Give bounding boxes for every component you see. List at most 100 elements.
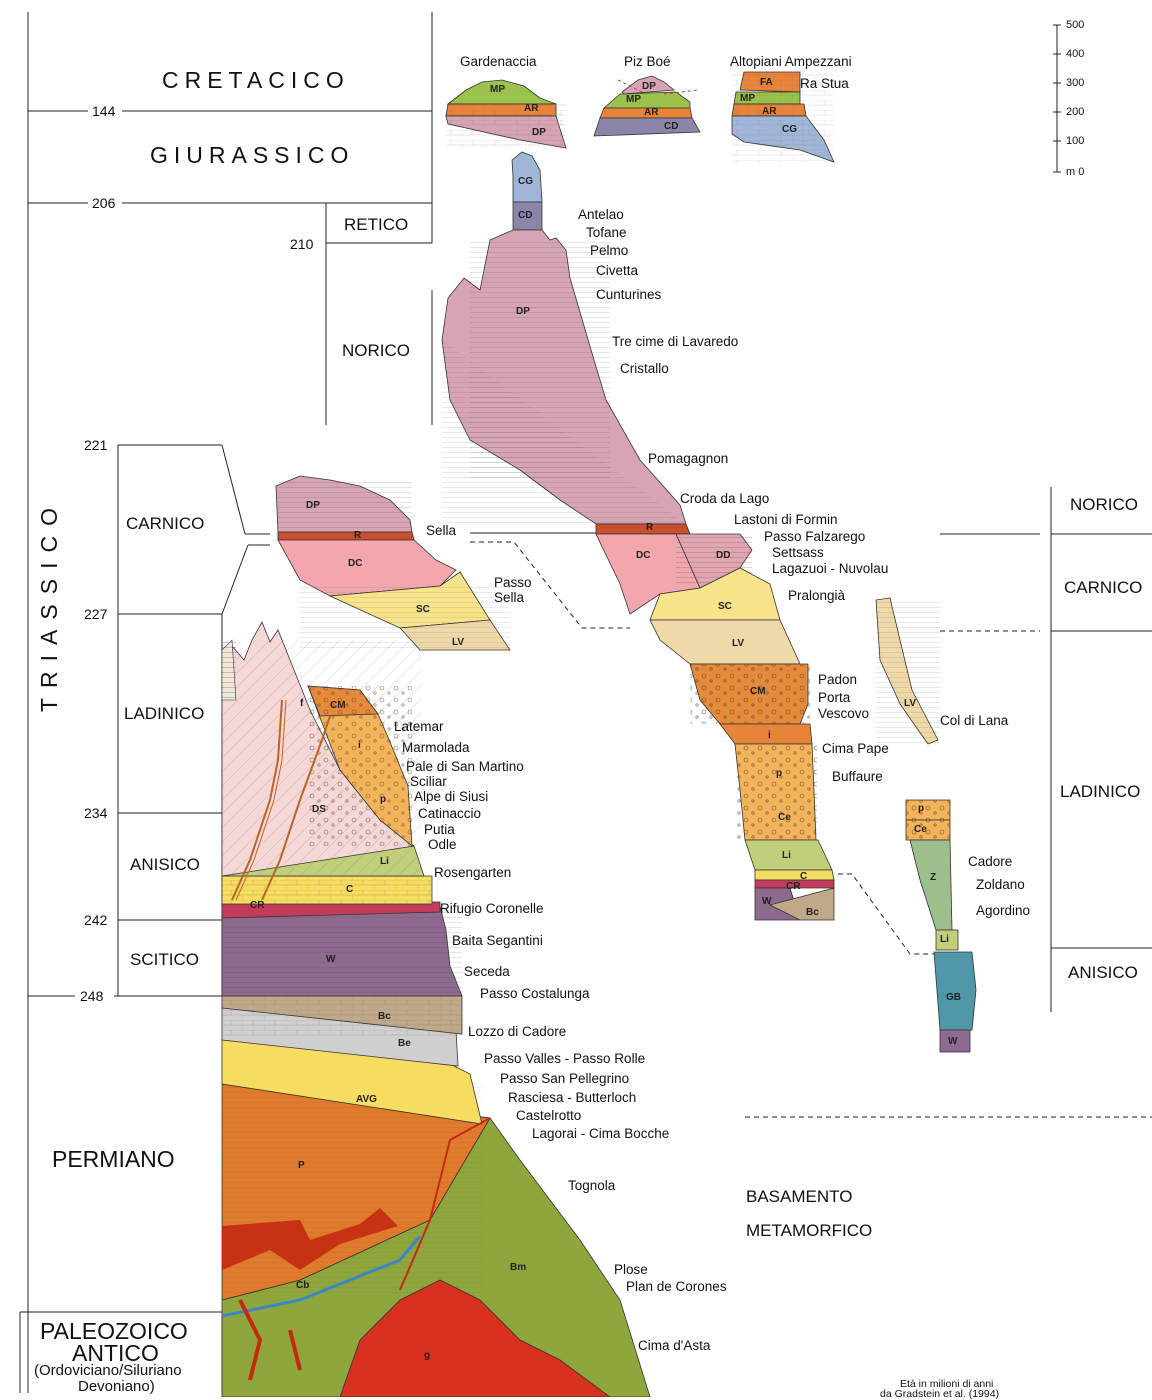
place-passo-valles: Passo Valles - Passo Rolle: [484, 1051, 645, 1066]
place-buffaure: Buffaure: [832, 769, 883, 784]
scale-500: 500: [1066, 19, 1084, 31]
fm-p-main: p: [776, 768, 782, 779]
place-marmolada: Marmolada: [402, 740, 470, 755]
place-agordino: Agordino: [976, 903, 1030, 918]
fm-lv-main: LV: [732, 638, 744, 649]
place-catinaccio: Catinaccio: [418, 806, 481, 821]
place-settsass: Settsass: [772, 545, 824, 560]
fm-gb: GB: [946, 992, 961, 1003]
fm-be: Be: [398, 1038, 411, 1049]
stage-norico-left: NORICO: [342, 341, 410, 361]
place-pralongia: Pralongià: [788, 588, 845, 603]
basamento-line2: METAMORFICO: [746, 1221, 872, 1241]
scale-200: 200: [1066, 106, 1084, 118]
fm-sc-main: SC: [718, 601, 732, 612]
fm-cr-main: CR: [786, 881, 800, 892]
age-234: 234: [84, 805, 107, 821]
fm-c-west: C: [346, 884, 353, 895]
fm-mp-gardenaccia: MP: [490, 84, 505, 95]
fm-cd-pizboe: CD: [664, 121, 678, 132]
place-sciliar: Sciliar: [410, 774, 447, 789]
fm-dc-main: DC: [636, 550, 650, 561]
place-passo-falzarego: Passo Falzarego: [764, 529, 865, 544]
stage-norico-right: NORICO: [1070, 495, 1138, 515]
place-latemar: Latemar: [394, 719, 444, 734]
place-lagorai: Lagorai - Cima Bocche: [532, 1126, 669, 1141]
fm-mp-pizboe: MP: [626, 94, 641, 105]
place-rosengarten: Rosengarten: [434, 865, 511, 880]
place-baita-segantini: Baita Segantini: [452, 933, 543, 948]
fm-li-main: Li: [782, 850, 791, 861]
fm-r-main: R: [646, 522, 653, 533]
place-putia: Putia: [424, 822, 455, 837]
fm-cd-main: CD: [518, 210, 532, 221]
label-gardenaccia: Gardenaccia: [460, 54, 537, 69]
fm-z: Z: [930, 872, 936, 883]
section-cadore: [906, 800, 976, 1052]
place-civetta: Civetta: [596, 263, 638, 278]
fm-li-cadore: Li: [940, 934, 949, 945]
fm-dp-pizboe: DP: [642, 81, 656, 92]
fm-cr-west: CR: [250, 900, 264, 911]
place-rasciesa: Rasciesa - Butterloch: [508, 1090, 636, 1105]
age-221: 221: [84, 437, 107, 453]
fm-w-cadore: W: [948, 1036, 957, 1047]
stage-anisico-right: ANISICO: [1068, 963, 1138, 983]
stage-anisico-left: ANISICO: [130, 855, 200, 875]
place-pale-san-martino: Pale di San Martino: [406, 759, 524, 774]
fm-p-west: p: [380, 794, 386, 805]
fm-dd: DD: [716, 550, 730, 561]
fm-ce-cadore: Ce: [914, 824, 927, 835]
fm-ar-gardenaccia: AR: [524, 103, 538, 114]
place-padon: Padon: [818, 672, 857, 687]
era-paleozoico-line3: (Ordoviciano/Siluriano: [34, 1362, 182, 1379]
fm-sc-sella: SC: [416, 604, 430, 615]
place-cunturines: Cunturines: [596, 287, 661, 302]
fm-mp-altopiani: MP: [740, 93, 755, 104]
section-gardenaccia: [446, 80, 566, 148]
fm-p-cadore: p: [918, 803, 924, 814]
scale-0: m 0: [1066, 166, 1084, 178]
place-lagazuoi: Lagazuoi - Nuvolau: [772, 561, 888, 576]
fm-i-main: i: [768, 730, 771, 741]
place-pelmo: Pelmo: [590, 243, 628, 258]
place-rifugio-coronelle: Rifugio Coronelle: [440, 901, 544, 916]
fm-c-main: C: [800, 871, 807, 882]
place-odle: Odle: [428, 837, 457, 852]
place-vescovo: Vescovo: [818, 706, 869, 721]
fm-r-sella: R: [354, 530, 361, 541]
scale-bar: [1053, 25, 1061, 172]
era-cretacico: CRETACICO: [162, 67, 350, 94]
fm-bm: Bm: [510, 1262, 526, 1273]
note-line2: da Gradstein et al. (1994): [880, 1388, 999, 1400]
scale-300: 300: [1066, 77, 1084, 89]
fm-i-west: i: [358, 740, 361, 751]
fm-li-west: Li: [380, 856, 389, 867]
era-triassico: TRIASSICO: [36, 498, 63, 712]
fm-g: g: [424, 1350, 430, 1361]
scale-100: 100: [1066, 135, 1084, 147]
stage-ladinico-right: LADINICO: [1060, 782, 1140, 802]
place-plose: Plose: [614, 1262, 648, 1277]
place-passo-costalunga: Passo Costalunga: [480, 986, 590, 1001]
stage-carnico-left: CARNICO: [126, 514, 204, 534]
fm-bc-main: Bc: [806, 907, 819, 918]
place-castelrotto: Castelrotto: [516, 1108, 581, 1123]
fm-cb: Cb: [296, 1280, 309, 1291]
fm-cm-west: CM: [330, 700, 346, 711]
age-206: 206: [92, 195, 115, 211]
fm-p-permian: P: [298, 1160, 305, 1171]
basamento-line1: BASAMENTO: [746, 1187, 852, 1207]
fm-w-main: W: [762, 896, 771, 907]
place-tofane: Tofane: [586, 225, 627, 240]
fm-lv-sella: LV: [452, 637, 464, 648]
section-col-di-lana: [876, 598, 940, 744]
label-ra-stua: Ra Stua: [800, 76, 849, 91]
age-144: 144: [92, 103, 115, 119]
era-giurassico: GIURASSICO: [150, 142, 354, 169]
fm-ar-altopiani: AR: [762, 106, 776, 117]
fm-lv-col-di-lana: LV: [904, 698, 916, 709]
fm-fa: FA: [760, 77, 773, 88]
place-cadore: Cadore: [968, 854, 1012, 869]
